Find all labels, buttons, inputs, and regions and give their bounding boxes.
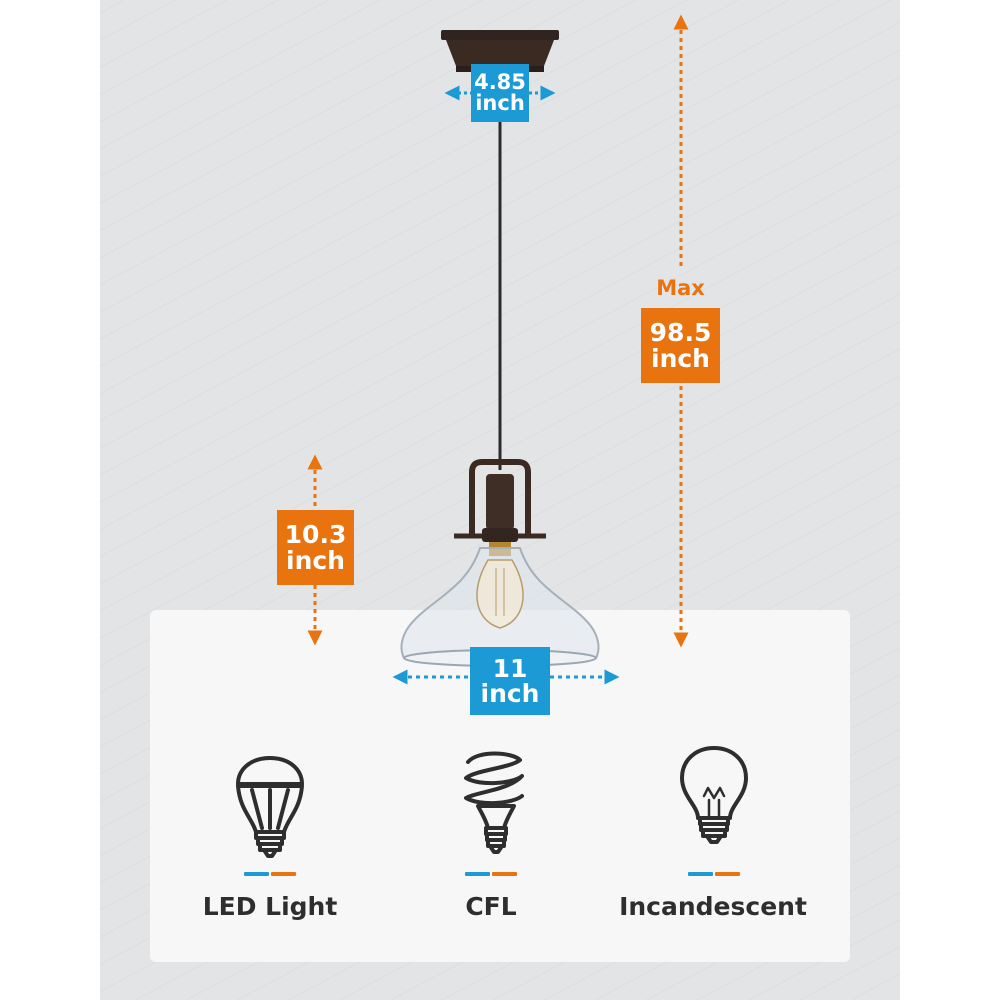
led-bulb-icon	[236, 756, 304, 858]
shade-width-unit: inch	[480, 679, 540, 708]
max-height-unit: inch	[651, 343, 710, 373]
led-divider-blue	[244, 872, 269, 876]
cfl-bulb-icon	[464, 751, 524, 854]
max-height-badge: 98.5 inch	[641, 308, 720, 383]
incandescent-bulb-icon	[680, 746, 748, 844]
max-height-value: 98.5	[649, 318, 712, 347]
shade-height-unit: inch	[286, 545, 345, 575]
max-height-label: Max	[656, 276, 705, 300]
incandescent-label: Incandescent	[619, 892, 807, 921]
incandescent-divider-orange	[715, 872, 740, 876]
shade-width-badge: 11 inch	[470, 647, 550, 715]
socket-bracket	[454, 459, 546, 556]
shade-width-value: 11	[492, 653, 528, 683]
canopy-width-badge: 4.85 inch	[471, 64, 529, 122]
cfl-divider-blue	[465, 872, 490, 876]
cfl-divider-orange	[492, 872, 517, 876]
shade-height-badge: 10.3 inch	[277, 510, 354, 585]
led-light-label: LED Light	[202, 892, 338, 921]
led-divider-orange	[271, 872, 296, 876]
canopy-width-unit: inch	[475, 91, 525, 115]
glass-shade	[400, 547, 600, 667]
canopy-width-value: 4.85	[474, 69, 526, 94]
incandescent-divider-blue	[688, 872, 713, 876]
cfl-label: CFL	[465, 892, 517, 921]
shade-height-value: 10.3	[284, 520, 347, 549]
